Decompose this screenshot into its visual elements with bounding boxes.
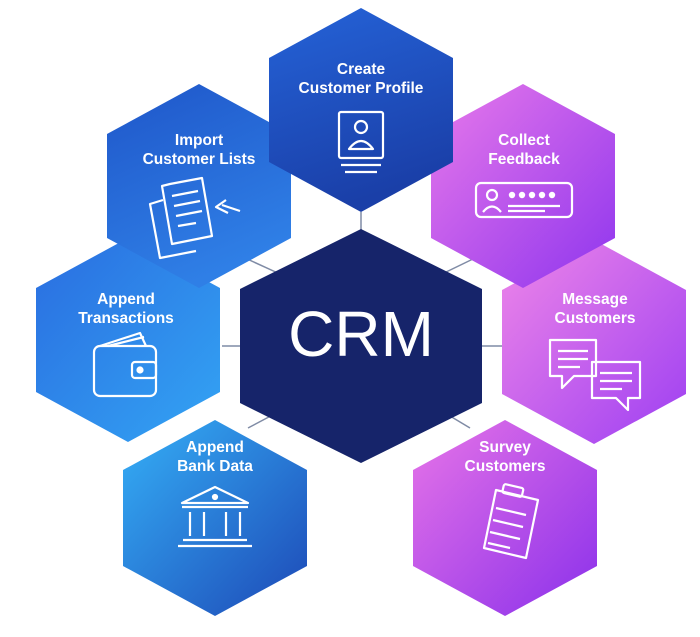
bank-icon bbox=[178, 485, 252, 548]
wallet-icon bbox=[92, 331, 158, 398]
connector-line bbox=[244, 257, 281, 275]
hex-survey-customers bbox=[413, 420, 597, 616]
hex-collect-feedback bbox=[431, 84, 615, 288]
import-customer-lists-title-2: Customer Lists bbox=[143, 151, 256, 168]
chat-bubbles-icon bbox=[548, 338, 642, 412]
node-survey-customers: Survey Customers bbox=[413, 420, 597, 616]
rating-card-icon bbox=[474, 181, 574, 219]
node-collect-feedback: Collect Feedback bbox=[431, 84, 615, 288]
survey-customers-title-2: Customers bbox=[465, 458, 546, 475]
message-customers-title-1: Message bbox=[562, 291, 628, 308]
node-create-customer-profile: Create Customer Profile bbox=[269, 8, 453, 212]
hex-create-customer-profile bbox=[269, 8, 453, 212]
crm-center-label: CRM bbox=[288, 298, 434, 370]
append-transactions-title-1: Append bbox=[97, 291, 155, 308]
node-append-bank-data: Append Bank Data bbox=[123, 420, 307, 616]
append-transactions-title-2: Transactions bbox=[78, 310, 174, 327]
node-message-customers: Message Customers bbox=[502, 240, 686, 444]
connector-line bbox=[441, 257, 476, 275]
hex-append-bank-data bbox=[123, 420, 307, 616]
import-customer-lists-title-1: Import bbox=[175, 132, 223, 149]
hex-import-customer-lists bbox=[107, 84, 291, 288]
collect-feedback-title-2: Feedback bbox=[488, 151, 560, 168]
append-bank-data-title-1: Append bbox=[186, 439, 244, 456]
profile-card-icon bbox=[337, 110, 385, 174]
hex-crm-center bbox=[240, 229, 482, 463]
survey-customers-title-1: Survey bbox=[479, 439, 531, 456]
message-customers-title-2: Customers bbox=[555, 310, 636, 327]
node-import-customer-lists: Import Customer Lists bbox=[107, 84, 291, 288]
append-bank-data-title-2: Bank Data bbox=[177, 458, 253, 475]
create-customer-profile-title-1: Create bbox=[337, 61, 386, 78]
create-customer-profile-title-2: Customer Profile bbox=[299, 80, 424, 97]
node-append-transactions: Append Transactions bbox=[36, 238, 220, 442]
collect-feedback-title-1: Collect bbox=[498, 132, 550, 149]
connector-lines bbox=[222, 212, 505, 429]
clipboard-icon bbox=[482, 483, 540, 560]
document-import-icon bbox=[148, 176, 241, 260]
node-crm-center: CRM bbox=[240, 229, 482, 463]
